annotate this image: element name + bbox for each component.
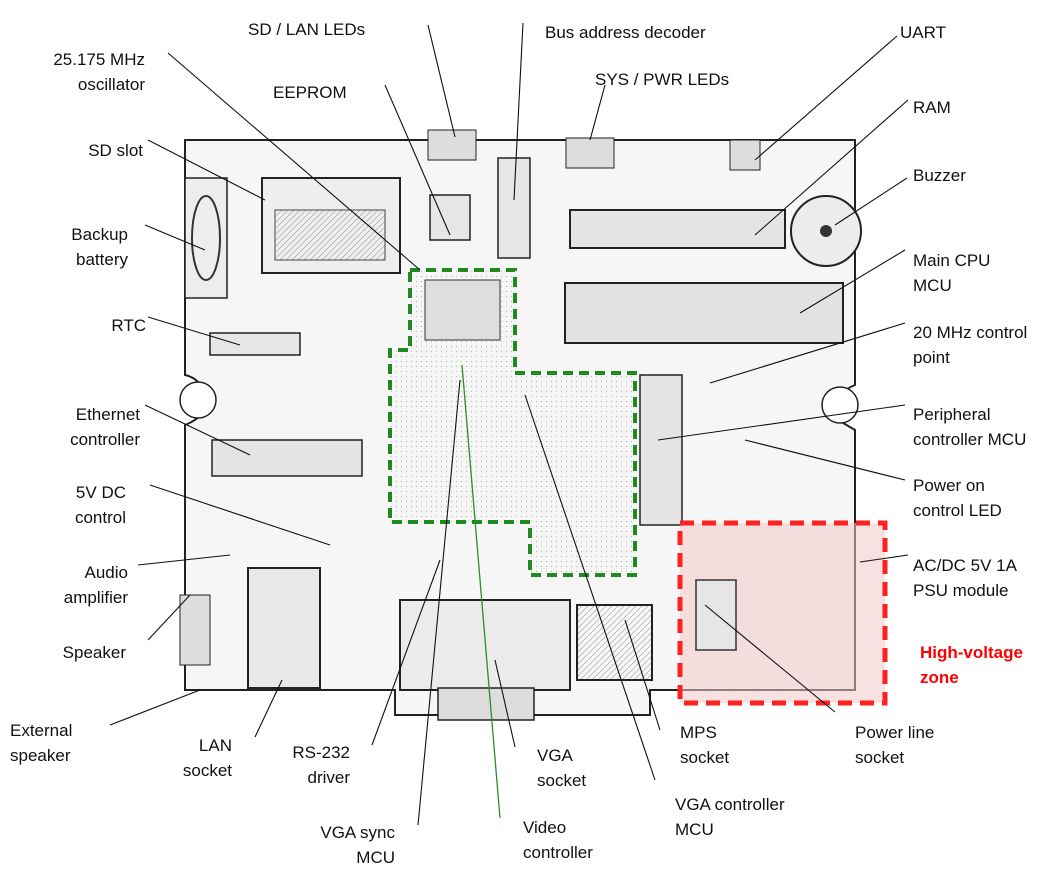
label-5v-dc-control: 5V DC control [74, 483, 126, 527]
label-rtc: RTC [111, 316, 146, 335]
mounting-hole [821, 386, 859, 424]
label-mps-socket: MPS socket [680, 723, 730, 767]
label-vga-controller-mcu: VGA controller MCU [675, 795, 785, 839]
label-external-speaker: External speaker [10, 721, 73, 765]
label-sd-lan-leds: SD / LAN LEDs [248, 20, 366, 39]
label-buzzer: Buzzer [913, 166, 966, 185]
label-psu-module: AC/DC 5V 1A PSU module [913, 556, 1017, 600]
label-speaker: Speaker [62, 643, 126, 662]
label-audio-amplifier: Audio amplifier [63, 563, 128, 607]
label-uart: UART [900, 23, 946, 42]
label-ram: RAM [913, 98, 951, 117]
label-vga-socket: VGA socket [537, 746, 587, 790]
label-rs232-driver: RS-232 driver [292, 743, 350, 787]
label-power-on-led: Power on control LED [913, 476, 1002, 520]
main-cpu-shape [564, 282, 844, 344]
label-main-cpu-mcu: Main CPU MCU [913, 251, 991, 295]
ram-shape [569, 209, 786, 249]
lan-socket-shape [247, 567, 321, 689]
label-backup-battery: Backup battery [71, 225, 128, 269]
label-high-voltage-zone: High-voltage zone [920, 643, 1023, 687]
label-power-line-socket: Power line socket [855, 723, 935, 767]
ethernet-controller-shape [211, 439, 363, 477]
label-vga-sync-mcu: VGA sync MCU [320, 823, 395, 867]
label-eeprom: EEPROM [273, 83, 347, 102]
label-lan-socket: LAN socket [182, 736, 232, 780]
label-peripheral-controller-mcu: Peripheral controller MCU [913, 405, 1027, 449]
mps-socket-shape [576, 604, 653, 681]
label-20mhz-control-point: 20 MHz control point [913, 323, 1028, 367]
mounting-hole [179, 381, 217, 419]
video-zone-outline [388, 268, 637, 577]
label-sys-pwr-leds: SYS / PWR LEDs [595, 70, 730, 89]
label-video-controller: Video controller [523, 818, 593, 862]
video-controller-leader [461, 364, 501, 819]
label-sd-slot: SD slot [88, 141, 143, 160]
label-oscillator: 25.175 MHz oscillator [53, 50, 145, 94]
eeprom-shape [429, 194, 471, 241]
bus-decoder-shape [497, 157, 531, 259]
leader-lines [109, 22, 909, 826]
label-ethernet-controller: Ethernet controller [70, 405, 140, 449]
rtc-shape [209, 332, 301, 356]
peripheral-controller-shape [639, 374, 683, 526]
label-bus-address-decoder: Bus address decoder [545, 23, 706, 42]
